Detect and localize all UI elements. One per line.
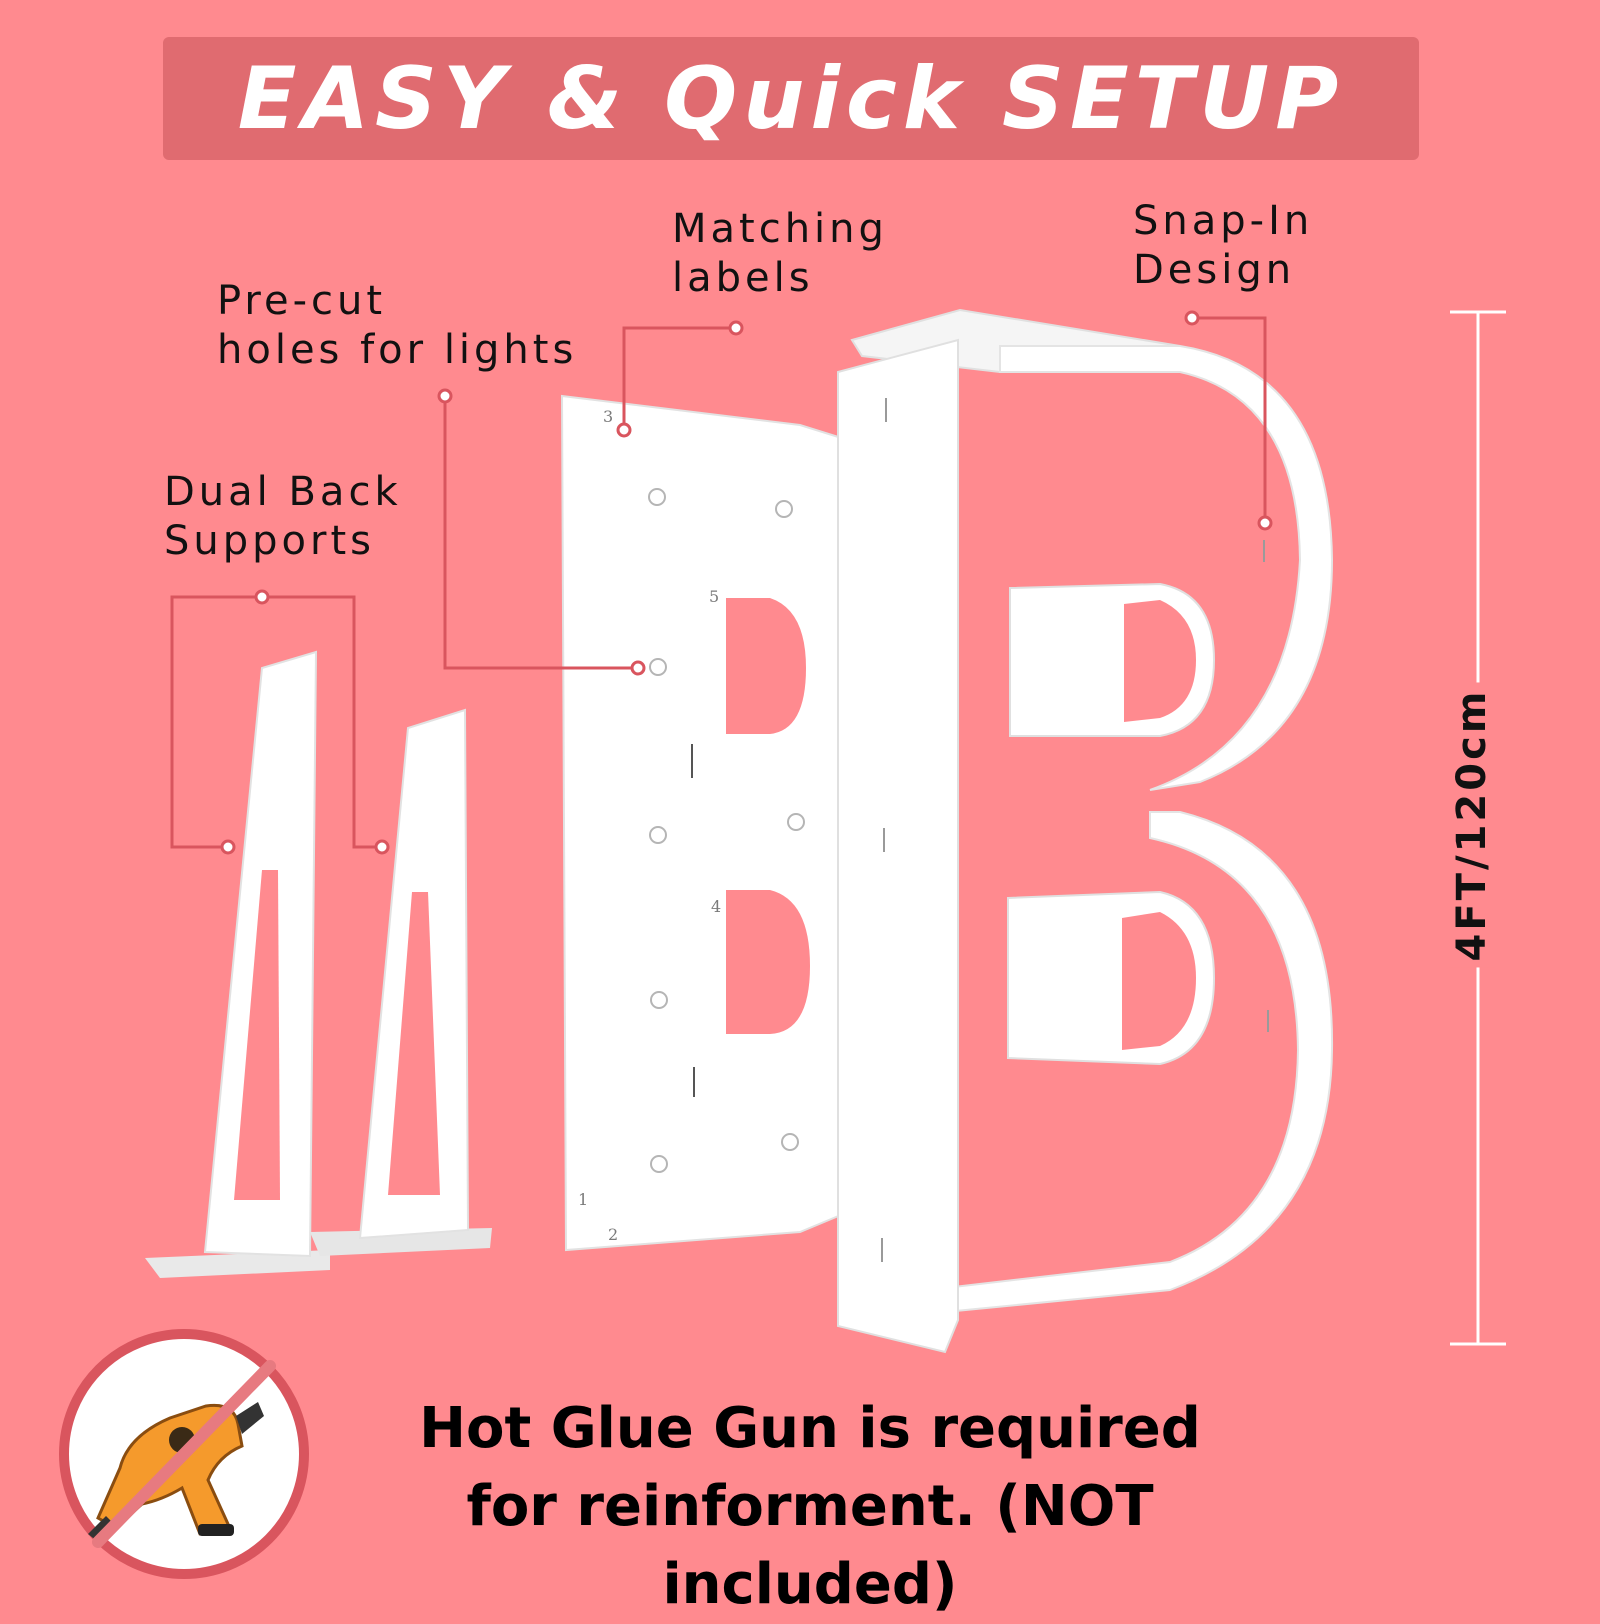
panel-number-4: 4: [711, 897, 721, 916]
height-dimension-label: 4FT/120cm: [1449, 682, 1495, 968]
leader-dot: [630, 660, 646, 676]
leader-dot: [1184, 310, 1200, 326]
callout-line: labels: [672, 255, 814, 301]
back-panel: [560, 394, 849, 1252]
leader-dot: [728, 320, 744, 336]
letter-b-frame: [837, 308, 1334, 1354]
back-support-left: [145, 650, 330, 1278]
leader-dot: [437, 388, 453, 404]
leader-dot: [616, 422, 632, 438]
leader-dot: [220, 839, 236, 855]
note-line-1: Hot Glue Gun is required: [419, 1396, 1201, 1461]
panel-number-5: 5: [709, 587, 719, 606]
banner-title: EASY & Quick SETUP: [237, 48, 1345, 149]
glue-gun-note: Hot Glue Gun is required for reinforment…: [320, 1390, 1300, 1624]
panel-number-3: 3: [603, 407, 613, 426]
panel-number-1: 1: [578, 1190, 588, 1209]
callout-line: holes for lights: [217, 327, 578, 373]
callout-line: Snap-In: [1133, 198, 1314, 244]
callout-line: Supports: [164, 518, 375, 564]
back-support-right: [310, 708, 492, 1256]
callout-line: Design: [1133, 247, 1296, 293]
callout-dual-back-supports: Dual Back Supports: [164, 468, 402, 566]
title-banner: EASY & Quick SETUP: [163, 37, 1419, 160]
callout-line: Dual Back: [164, 469, 402, 515]
callout-line: Pre-cut: [217, 278, 387, 324]
leader-dot: [374, 839, 390, 855]
callout-line: Matching: [672, 206, 888, 252]
callout-precut-holes: Pre-cut holes for lights: [217, 277, 577, 375]
panel-number-2: 2: [608, 1225, 618, 1244]
leader-dot: [1257, 515, 1273, 531]
callout-leaders: [170, 316, 1267, 849]
glue-gun-prohibited-icon: [59, 1329, 309, 1579]
callout-snap-in-design: Snap-In Design: [1133, 197, 1313, 295]
callout-matching-labels: Matching labels: [672, 205, 888, 303]
leader-dot: [254, 589, 270, 605]
note-line-2: for reinforment. (NOT included): [466, 1474, 1154, 1617]
